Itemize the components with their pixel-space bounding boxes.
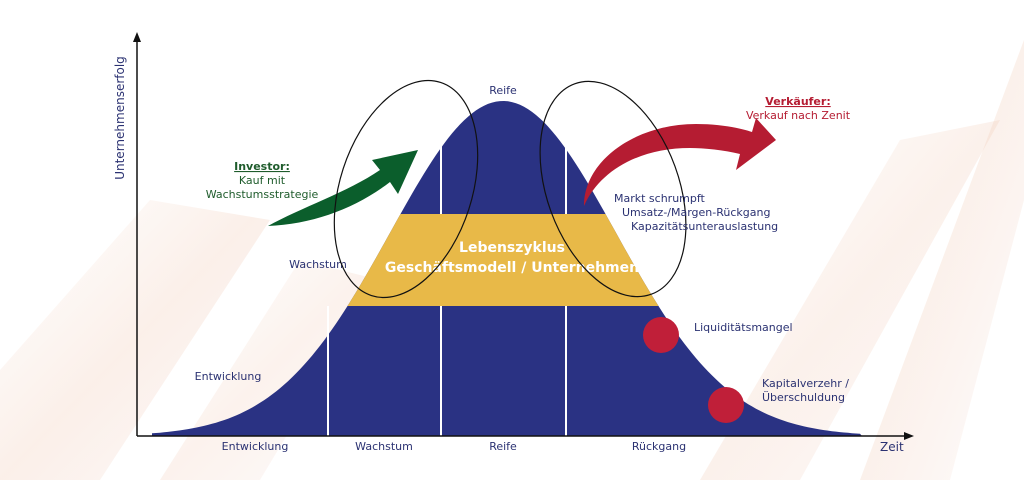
phase-label-rueckgang: Rückgang (632, 440, 686, 453)
background-decoration (0, 40, 1024, 480)
seller-title: Verkäufer: (765, 95, 830, 108)
decline-ellipse (539, 80, 687, 298)
y-axis-label: Unternehmenserfolg (113, 56, 127, 180)
decline-note-1: Markt schrumpft (614, 192, 706, 205)
seller-arrow (584, 118, 776, 206)
phase-label-entwicklung: Entwicklung (222, 440, 289, 453)
curve-label-reife: Reife (489, 84, 517, 97)
investor-line1: Kauf mit (239, 174, 286, 187)
decline-note-3: Kapazitätsunterauslastung (631, 220, 778, 233)
capital-dot (708, 387, 744, 423)
liquidity-dot (643, 317, 679, 353)
decline-note-2: Umsatz-/Margen-Rückgang (622, 206, 770, 219)
growth-ellipse (333, 79, 479, 299)
x-axis-label: Zeit (880, 440, 904, 454)
phase-label-reife: Reife (489, 440, 517, 453)
phase-label-wachstum: Wachstum (355, 440, 413, 453)
band-title-line2: Geschäftsmodell / Unternehmen (385, 260, 639, 276)
band-title-line1: Lebenszyklus (459, 240, 565, 256)
investor-line2: Wachstumsstrategie (206, 188, 319, 201)
curve-label-entwicklung: Entwicklung (195, 370, 262, 383)
seller-line1: Verkauf nach Zenit (746, 109, 851, 122)
investor-arrow (268, 150, 418, 226)
curve-label-wachstum: Wachstum (289, 258, 347, 271)
capital-label-line2: Überschuldung (762, 391, 845, 404)
axes (133, 32, 914, 440)
capital-label-line1: Kapitalverzehr / (762, 377, 849, 390)
investor-title: Investor: (234, 160, 290, 173)
liquidity-label: Liquiditätsmangel (694, 321, 793, 334)
phase-dividers (327, 140, 567, 436)
